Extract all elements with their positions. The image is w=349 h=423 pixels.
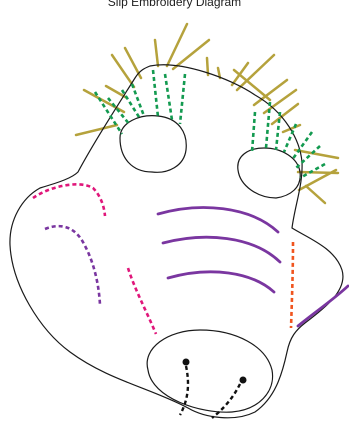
gold-stitch xyxy=(155,40,158,66)
purple-stripe xyxy=(168,272,274,292)
left-nostril-dot xyxy=(183,359,190,366)
green-stitch xyxy=(165,74,172,120)
gold-stitch xyxy=(306,186,325,203)
magenta-stitch-upper xyxy=(33,184,105,216)
purple-stripe xyxy=(158,208,278,232)
purple-dotted-stitch xyxy=(45,226,100,305)
gold-fringe-stitches xyxy=(76,24,338,203)
green-stitch xyxy=(252,112,255,152)
green-stitches-left-eye xyxy=(95,70,185,134)
orange-dotted-stitch xyxy=(291,242,293,328)
green-stitch xyxy=(153,70,158,117)
purple-stripe xyxy=(163,237,280,262)
black-dotted-stitch xyxy=(212,384,240,418)
purple-stripe-stitches xyxy=(158,208,348,326)
green-stitch xyxy=(180,74,185,124)
muzzle-outline xyxy=(147,330,272,412)
magenta-stitch-cheek xyxy=(128,268,156,334)
green-stitch xyxy=(132,84,144,116)
purple-stripe xyxy=(298,286,348,326)
right-nostril-dot xyxy=(240,377,247,384)
gold-stitch xyxy=(76,125,117,135)
right-eye-outline xyxy=(238,148,300,198)
green-stitch xyxy=(108,98,130,125)
left-eye-outline xyxy=(120,116,186,173)
